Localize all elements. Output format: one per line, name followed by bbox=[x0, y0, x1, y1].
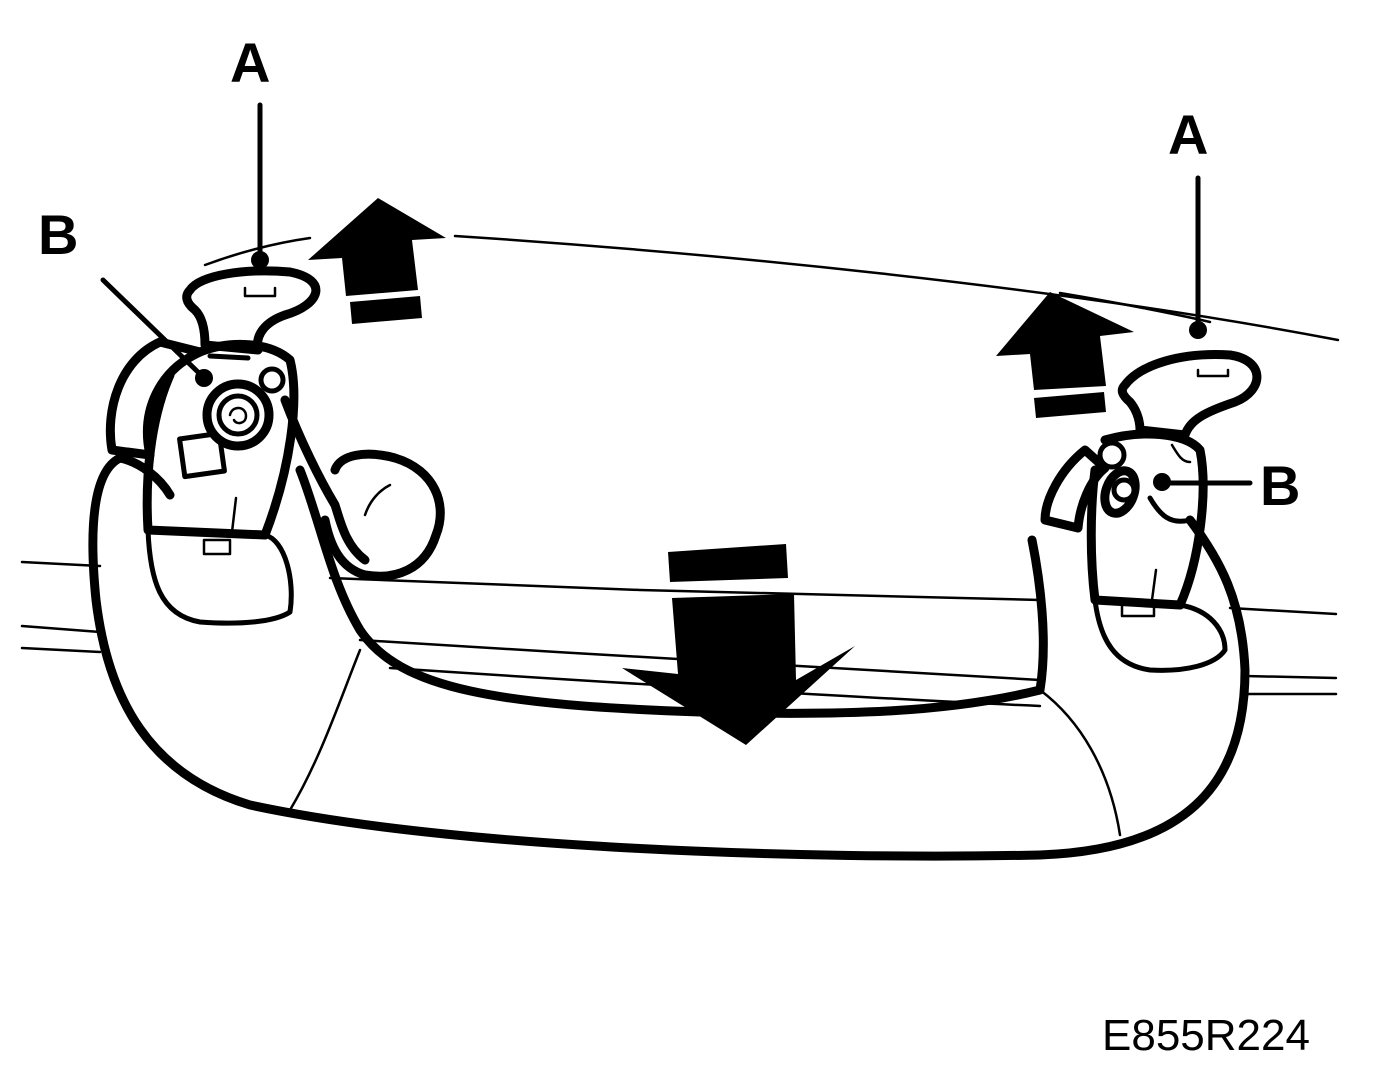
pull-down-arrow-center bbox=[622, 544, 855, 745]
right-mount bbox=[1040, 350, 1262, 673]
figure-reference-code: E855R224 bbox=[1102, 1011, 1310, 1060]
callout-leaders bbox=[100, 102, 1253, 491]
grab-handle bbox=[88, 453, 1250, 861]
pull-up-arrow-left bbox=[308, 198, 446, 324]
callout-label-left-b: B bbox=[38, 203, 78, 266]
callout-label-right-b: B bbox=[1260, 454, 1300, 517]
callout-label-right-a: A bbox=[1168, 103, 1208, 166]
left-mount bbox=[105, 266, 445, 626]
callout-label-left-a: A bbox=[230, 31, 270, 94]
pull-up-arrow-right bbox=[996, 292, 1134, 418]
